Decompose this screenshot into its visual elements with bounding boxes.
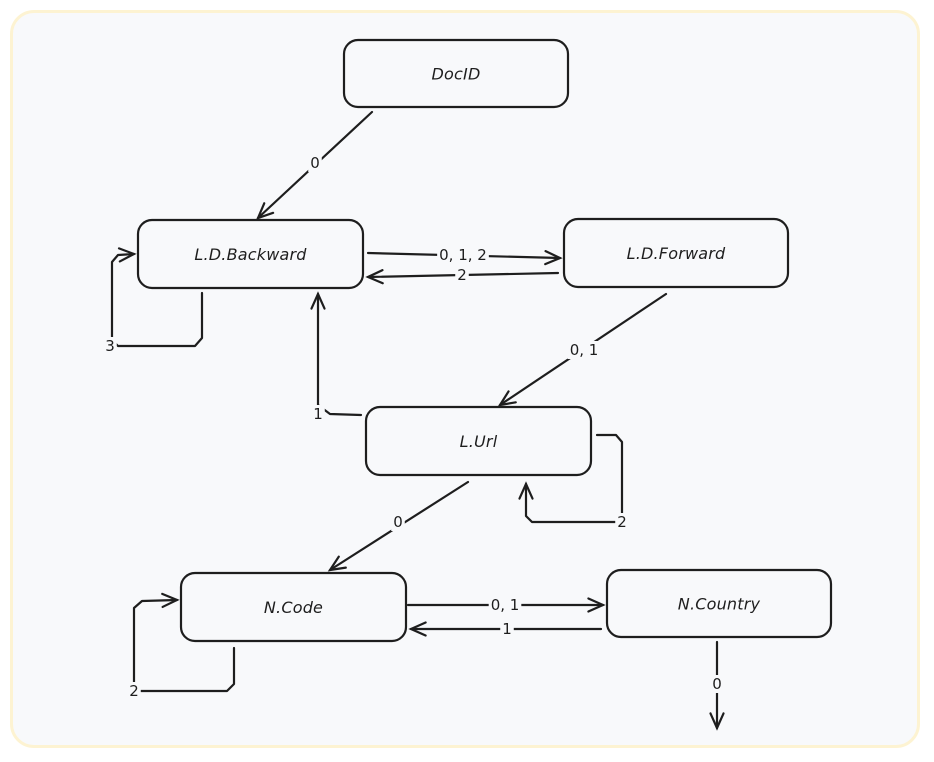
node-box[interactable] bbox=[179, 571, 408, 643]
arrowhead-icon bbox=[327, 555, 347, 572]
node-docid[interactable]: DocID bbox=[342, 38, 570, 109]
edge-label-ncode-self: 2 bbox=[127, 682, 141, 700]
edge-label-text: 2 bbox=[129, 682, 139, 700]
edge-label-text: 2 bbox=[617, 513, 627, 531]
edge-label-background bbox=[437, 246, 489, 264]
node-label: N.Code bbox=[264, 598, 323, 617]
edge-label-text: 1 bbox=[313, 405, 323, 423]
edge-label-background bbox=[615, 513, 629, 531]
node-box[interactable] bbox=[605, 568, 833, 639]
edge-lurl-to-ldbackward bbox=[310, 291, 363, 417]
node-label: N.Country bbox=[678, 595, 761, 614]
edge-label-text: 3 bbox=[105, 337, 115, 355]
edge-label-background bbox=[103, 337, 117, 355]
node-label: L.Url bbox=[460, 432, 498, 451]
node-label: DocID bbox=[432, 65, 481, 84]
node-l-url[interactable]: L.Url bbox=[364, 405, 593, 477]
node-box[interactable] bbox=[364, 405, 593, 477]
edge-label-background bbox=[391, 513, 405, 531]
arrowhead-icon bbox=[365, 269, 384, 285]
edge-label-lurl-to-ldbackward: 1 bbox=[311, 405, 325, 423]
edge-label-lurl-self: 2 bbox=[615, 513, 629, 531]
edge-label-ncountry-to-ncode: 1 bbox=[500, 620, 514, 638]
arrowhead-icon bbox=[117, 247, 137, 263]
edge-label-background bbox=[455, 266, 469, 284]
edge-label-ldbackward-self: 3 bbox=[103, 337, 117, 355]
edge-label-text: 0, 1 bbox=[570, 341, 599, 359]
edge-label-text: 0, 1, 2 bbox=[439, 246, 487, 264]
arrowhead-icon bbox=[310, 291, 326, 310]
edge-label-text: 2 bbox=[457, 266, 467, 284]
arrowhead-icon bbox=[161, 592, 180, 609]
node-n-country[interactable]: N.Country bbox=[605, 568, 833, 639]
edge-labels-layer: 0 0, 1, 2 2 3 0, 1 1 2 0 0, 1 1 2 0 bbox=[103, 154, 724, 700]
arrowhead-icon bbox=[408, 621, 427, 637]
node-box[interactable] bbox=[342, 38, 570, 109]
edge-label-ldforward-to-ldbackward: 2 bbox=[455, 266, 469, 284]
edge-label-ldbackward-to-ldforward: 0, 1, 2 bbox=[437, 246, 489, 264]
arrowhead-icon bbox=[256, 202, 275, 220]
edge-label-text: 1 bbox=[502, 620, 512, 638]
node-n-code[interactable]: N.Code bbox=[179, 571, 408, 643]
edge-line bbox=[316, 292, 363, 417]
arrowhead-icon bbox=[544, 249, 563, 266]
edge-label-background bbox=[488, 596, 522, 614]
edge-label-background bbox=[710, 675, 724, 693]
arrowhead-icon bbox=[497, 390, 517, 407]
node-box[interactable] bbox=[136, 218, 365, 290]
edge-label-text: 0, 1 bbox=[491, 596, 520, 614]
edge-label-background bbox=[308, 154, 322, 172]
edge-label-ncountry-exit: 0 bbox=[710, 675, 724, 693]
edge-label-text: 0 bbox=[310, 154, 320, 172]
node-ld-backward[interactable]: L.D.Backward bbox=[136, 218, 365, 290]
edge-label-text: 0 bbox=[393, 513, 403, 531]
node-ld-forward[interactable]: L.D.Forward bbox=[562, 217, 790, 289]
edge-label-background bbox=[311, 405, 325, 423]
arrowhead-icon bbox=[587, 597, 606, 613]
edge-label-ncode-to-ncountry: 0, 1 bbox=[488, 596, 522, 614]
edge-label-text: 0 bbox=[712, 675, 722, 693]
node-box[interactable] bbox=[562, 217, 790, 289]
arrowhead-icon bbox=[518, 481, 534, 500]
node-label: L.D.Backward bbox=[194, 245, 307, 264]
edge-label-ldforward-to-lurl: 0, 1 bbox=[567, 341, 601, 359]
edge-label-docid-to-ldbackward: 0 bbox=[308, 154, 322, 172]
edge-label-background bbox=[567, 341, 601, 359]
edge-label-background bbox=[500, 620, 514, 638]
arrowhead-icon bbox=[709, 712, 725, 731]
node-label: L.D.Forward bbox=[627, 244, 726, 263]
edge-label-background bbox=[127, 682, 141, 700]
edge-label-lurl-to-ncode: 0 bbox=[391, 513, 405, 531]
